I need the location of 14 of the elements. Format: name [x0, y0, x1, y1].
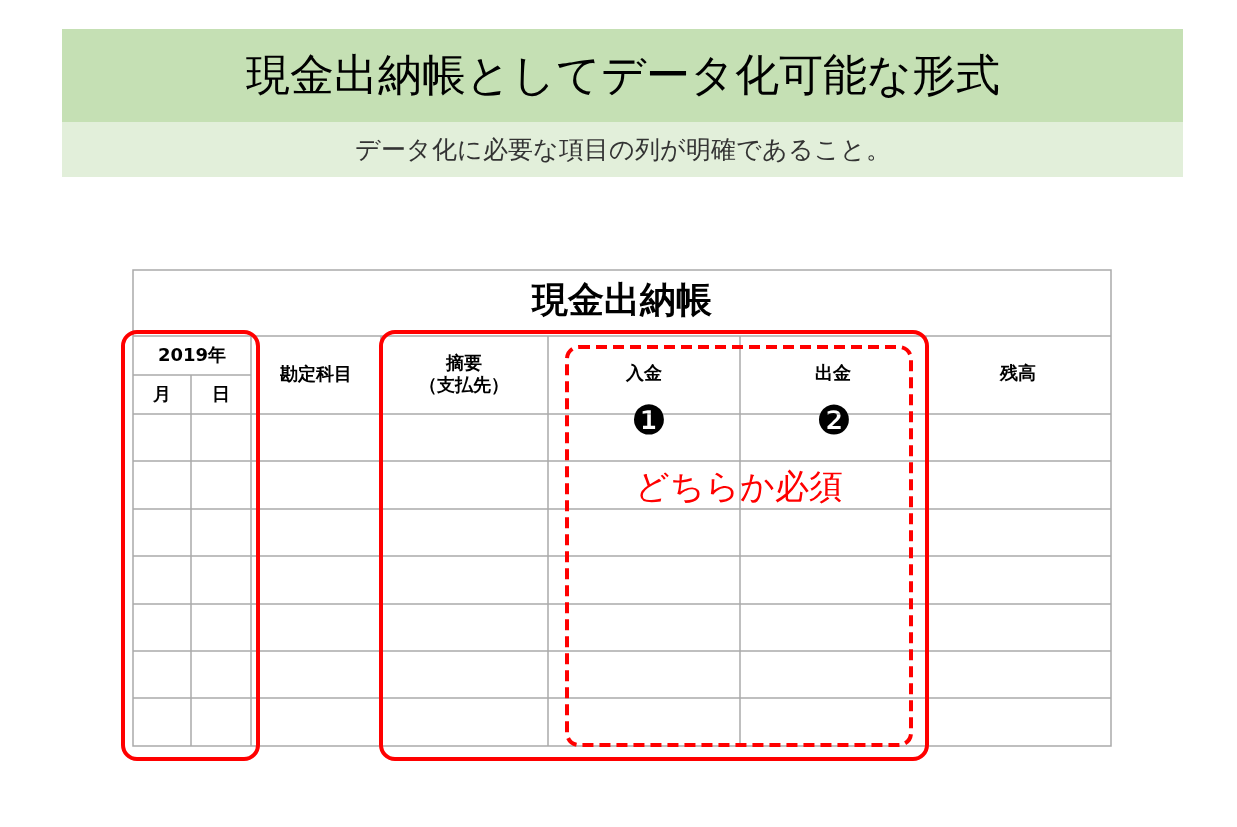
column-header: 出金 [815, 362, 851, 384]
page-title: 現金出納帳としてデータ化可能な形式 [245, 48, 1000, 102]
annotation-text: どちらか必須 [635, 465, 843, 507]
subtitle: データ化に必要な項目の列が明確であること。 [354, 134, 891, 166]
column-header: 入金 [626, 362, 662, 384]
column-header: 残高 [1000, 362, 1036, 384]
circled-number: ❶ [631, 396, 667, 444]
circled-number: ❷ [816, 396, 852, 444]
table-title: 現金出納帳 [532, 278, 712, 322]
column-header: 勘定科目 [280, 363, 352, 385]
column-header: 月 [153, 383, 171, 405]
column-header: 2019年 [157, 344, 227, 366]
column-header: 日 [212, 383, 230, 405]
column-header: 摘要（支払先） [418, 352, 510, 396]
